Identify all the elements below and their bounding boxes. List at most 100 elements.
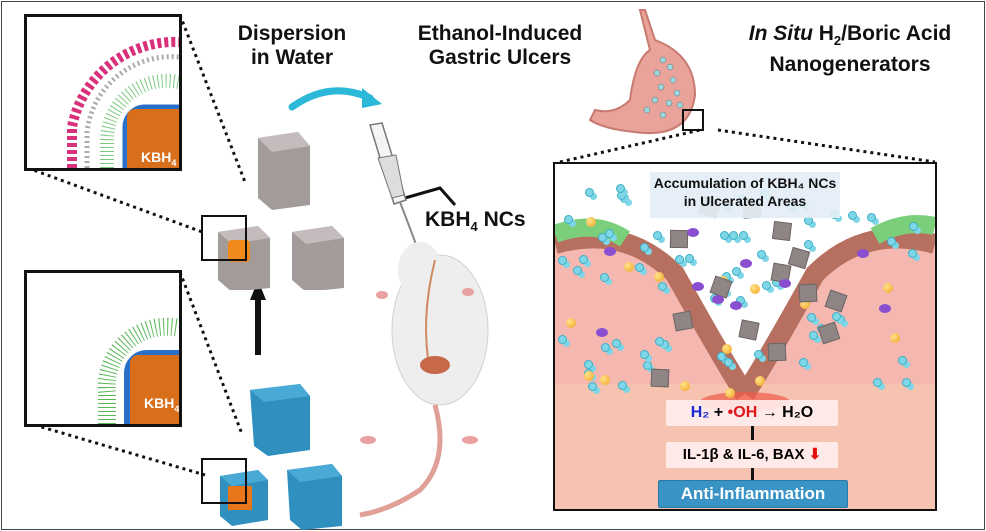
- h2-scavenging-equation: H₂ + •OH → H₂O: [666, 400, 838, 426]
- bottom-connector-lower: [27, 421, 206, 477]
- nanocrystal-cube-icon: [670, 229, 689, 249]
- boric-acid-label: /Boric Acid: [841, 22, 952, 45]
- h2-molecule-icon: [806, 313, 816, 323]
- hydroxyl-radical-term: •OH: [727, 404, 758, 421]
- cell-nucleus-icon: [692, 282, 705, 292]
- nanogenerator-title-line2: Nanogenerators: [769, 53, 931, 77]
- ethanol-title-line2: Gastric Ulcers: [428, 46, 572, 69]
- h2-molecule-icon: [685, 254, 695, 263]
- core-label-sub: 4: [174, 403, 180, 414]
- outcome-text: Anti-Inflammation: [680, 484, 826, 503]
- ncs-label-text: NCs: [477, 208, 526, 231]
- boric-acid-sphere-icon: [565, 318, 576, 329]
- nanocrystal-cube-icon: [772, 220, 793, 241]
- h2-molecule-icon: [572, 266, 582, 276]
- bottom-connector-upper: [178, 271, 244, 435]
- h2-molecule-icon: [897, 356, 907, 366]
- h2-molecule-icon: [618, 381, 628, 391]
- h2-molecule-icon: [615, 184, 625, 194]
- h2-molecule-icon: [558, 335, 568, 345]
- gray-cube: [218, 226, 270, 290]
- core-label-top: KBH4: [141, 149, 176, 168]
- curved-arrow-icon: [288, 87, 374, 111]
- down-arrow-1: [751, 426, 754, 440]
- h2-molecule-icon: [557, 255, 567, 265]
- h2-molecule-icon: [902, 377, 912, 387]
- h2-molecule-icon: [719, 230, 729, 240]
- h2-molecule-icon: [717, 351, 727, 361]
- h2-molecule-icon: [731, 266, 741, 276]
- panel-connector-left: [559, 128, 701, 164]
- nanogenerator-title: In Situ H2/Boric Acid Nanogenerators: [722, 22, 978, 77]
- stomach-illustration: [588, 9, 704, 135]
- boric-acid-sphere-icon: [754, 376, 765, 387]
- boric-acid-sphere-icon: [583, 371, 594, 382]
- h2-term: H₂: [690, 404, 710, 421]
- blue-cube: [287, 464, 342, 530]
- in-situ-italic: In Situ: [748, 22, 813, 45]
- h2-molecule-icon: [739, 231, 749, 240]
- rat-gavage-illustration: [359, 122, 489, 518]
- syringe-icon: [369, 122, 423, 261]
- boric-acid-sphere-icon: [750, 284, 761, 295]
- h2-molecule-icon: [799, 357, 809, 367]
- boric-acid-sphere-icon: [890, 332, 901, 343]
- blue-cube: [220, 470, 268, 526]
- h2-molecule-icon: [611, 338, 621, 348]
- h2-molecule-icon: [729, 231, 739, 241]
- nanocrystal-cube-icon: [737, 318, 760, 341]
- h2-subscript: 2: [833, 33, 842, 49]
- gray-cube: [292, 226, 344, 290]
- h2-molecule-icon: [655, 337, 665, 347]
- cell-nucleus-icon: [711, 295, 724, 305]
- boric-acid-sphere-icon: [882, 282, 893, 293]
- h2-molecule-icon: [588, 382, 598, 392]
- h-label: H: [812, 22, 834, 45]
- accumulation-label: Accumulation of KBH₄ NCs in Ulcerated Ar…: [650, 172, 840, 218]
- h2-molecule-icon: [578, 255, 588, 265]
- h2-molecule-icon: [886, 236, 896, 246]
- core-label-sub: 4: [171, 157, 177, 168]
- h2-molecule-icon: [605, 228, 615, 238]
- h2-molecule-icon: [808, 331, 818, 341]
- boric-acid-sphere-icon: [585, 216, 596, 227]
- boric-acid-sphere-icon: [599, 374, 610, 385]
- h2-molecule-icon: [723, 358, 733, 368]
- h2-molecule-icon: [908, 221, 918, 231]
- reaction-arrow: →: [757, 404, 783, 421]
- cell-nucleus-icon: [739, 259, 752, 269]
- kbh4-core: KBH4: [127, 109, 179, 168]
- cell-nucleus-icon: [603, 246, 616, 256]
- h2-molecule-icon: [658, 281, 668, 291]
- core-label-bottom: KBH4: [144, 395, 179, 414]
- boric-acid-sphere-icon: [654, 272, 665, 283]
- h2-molecule-icon: [866, 213, 876, 223]
- nanogenerator-title-line1: In Situ H2/Boric Acid: [722, 22, 978, 53]
- ethanol-ulcer-title: Ethanol-Induced Gastric Ulcers: [412, 22, 588, 70]
- rat-icon: [359, 242, 489, 518]
- h2-molecule-icon: [831, 312, 841, 322]
- cell-nucleus-icon: [687, 227, 700, 237]
- h2-molecule-icon: [643, 360, 653, 370]
- panel-connector-right: [717, 128, 936, 164]
- kbh4-label-text: KBH: [425, 208, 471, 231]
- plus-sign: +: [709, 404, 728, 421]
- boric-acid-sphere-icon: [799, 298, 810, 309]
- core-label-text: KBH: [144, 395, 175, 411]
- h2-molecule-icon: [762, 281, 772, 291]
- boric-acid-sphere-icon: [724, 387, 735, 398]
- kbh4-label-sub: 4: [470, 219, 478, 235]
- coated-cubes: [201, 384, 342, 530]
- nanocrystal-cube-icon: [768, 342, 787, 362]
- h2-molecule-icon: [601, 342, 611, 352]
- cell-nucleus-icon: [730, 301, 743, 311]
- down-arrow-2: [751, 468, 754, 480]
- kbh4-core: KBH4: [130, 355, 179, 424]
- top-connector-lower: [27, 166, 206, 235]
- ulcer-mechanism-panel: Accumulation of KBH₄ NCs in Ulcerated Ar…: [553, 162, 937, 511]
- boric-acid-sphere-icon: [623, 261, 634, 272]
- h2-molecule-icon: [564, 214, 574, 224]
- accumulation-line1: Accumulation of KBH₄ NCs: [653, 175, 837, 191]
